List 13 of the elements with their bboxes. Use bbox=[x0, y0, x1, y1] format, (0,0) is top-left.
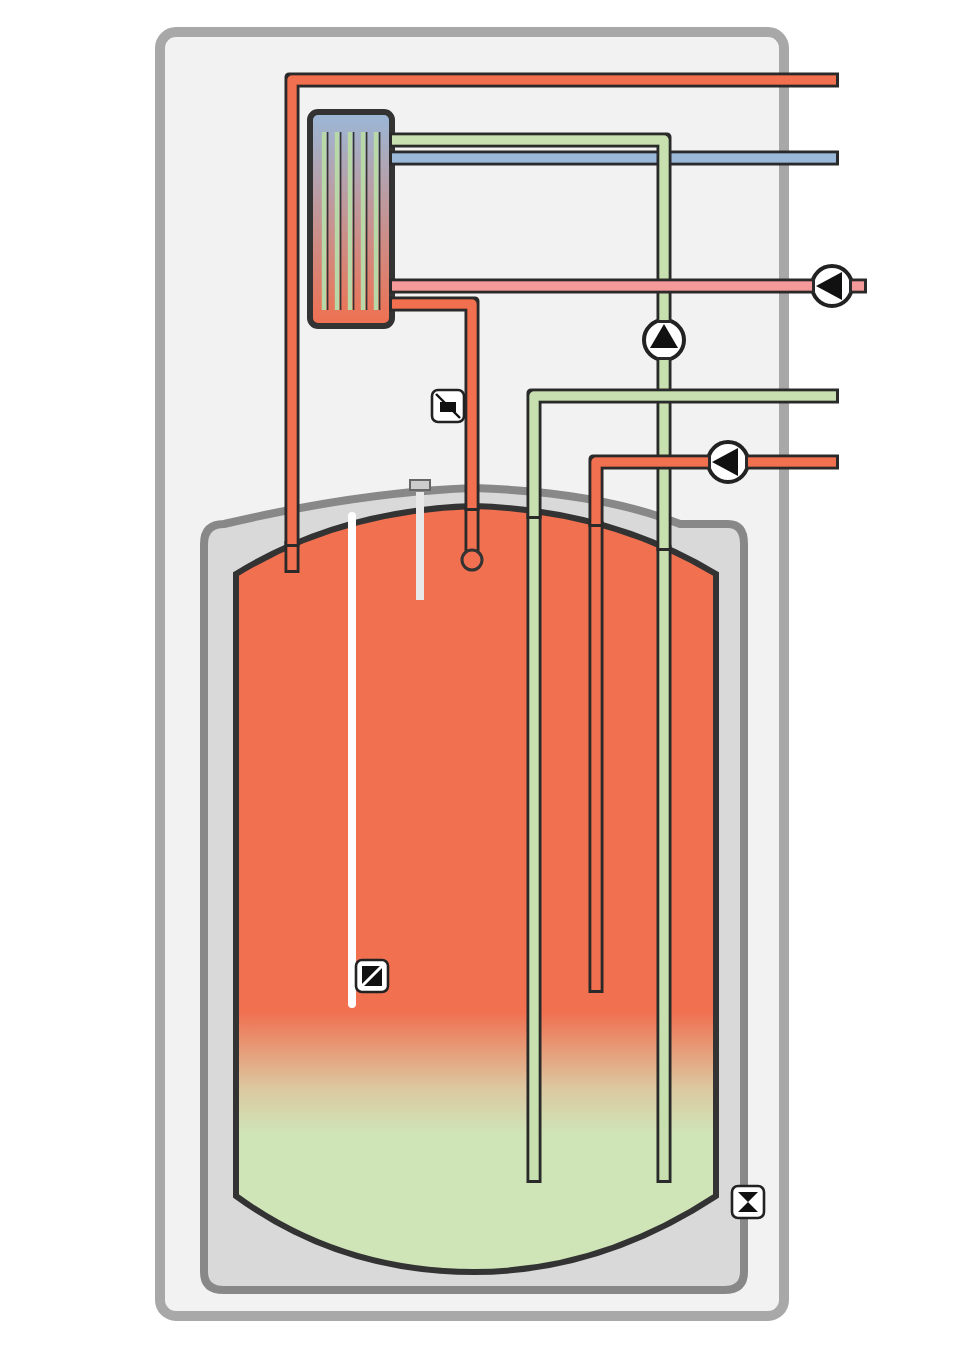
pipe bbox=[591, 457, 708, 524]
pipe bbox=[392, 153, 836, 163]
pipe bbox=[392, 281, 812, 291]
pump-icon bbox=[810, 264, 854, 308]
pipe bbox=[287, 75, 836, 544]
housing-cabinet bbox=[155, 27, 789, 1321]
pipe bbox=[659, 360, 669, 548]
pipe bbox=[392, 135, 669, 320]
pipe bbox=[748, 457, 836, 467]
pipe bbox=[852, 281, 864, 291]
pipe bbox=[529, 391, 836, 516]
pipe bbox=[392, 299, 477, 508]
heat-exchanger bbox=[307, 109, 395, 329]
